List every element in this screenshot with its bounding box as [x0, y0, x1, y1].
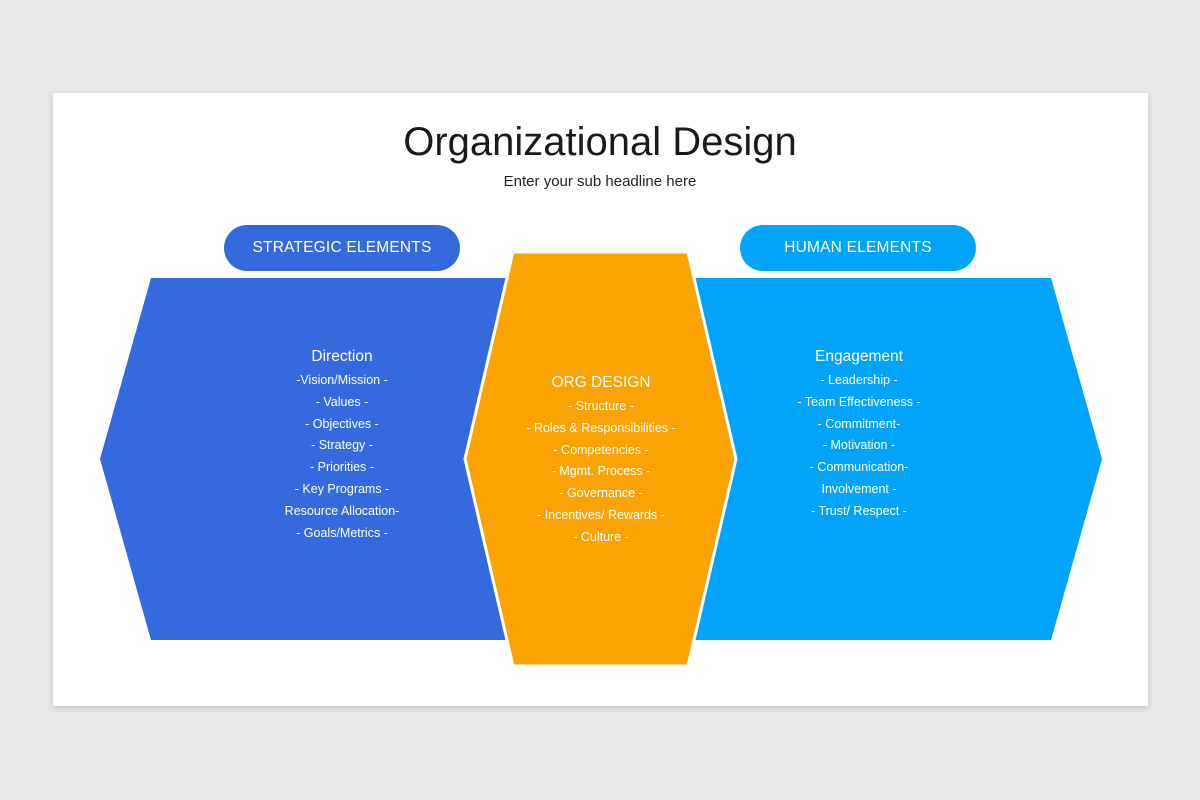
list-item: - Commitment- [817, 416, 901, 431]
list-item: - Competencies - [553, 442, 649, 457]
human-elements-content: Engagement - Leadership - - Team Effecti… [729, 348, 989, 523]
list-item: Resource Allocation- [284, 503, 400, 518]
strategic-elements-content: Direction -Vision/Mission - - Values - -… [212, 348, 472, 544]
list-item: - Governance - [559, 486, 643, 501]
list-item: - Communication- [809, 460, 909, 475]
page-subtitle: Enter your sub headline here [503, 173, 697, 190]
org-design-hexagon [463, 250, 738, 668]
list-item: - Strategy - [311, 438, 373, 453]
list-item: - Structure - [568, 399, 634, 413]
list-item: - Objectives - [305, 416, 379, 431]
engagement-heading: Engagement [815, 348, 903, 365]
list-item: Involvement - [821, 481, 897, 496]
org-design-heading: ORG DESIGN [551, 374, 651, 391]
list-item: - Goals/Metrics - [296, 525, 388, 540]
list-item: -Vision/Mission - [296, 373, 388, 387]
list-item: - Key Programs - [294, 481, 390, 496]
list-item: - Team Effectiveness - [797, 394, 921, 409]
list-item: - Culture - [573, 529, 629, 544]
list-item: - Roles & Responsibilities - [526, 420, 676, 435]
org-design-content: ORG DESIGN - Structure - - Roles & Respo… [471, 374, 731, 549]
list-item: - Trust/ Respect - [811, 503, 907, 518]
list-item: - Priorities - [310, 460, 374, 475]
human-elements-pill: HUMAN ELEMENTS [740, 225, 976, 271]
human-elements-hexagon [682, 278, 1102, 640]
list-item: - Leadership - [820, 373, 898, 387]
list-item: - Mgmt. Process - [551, 464, 651, 479]
list-item: - Incentives/ Rewards - [537, 507, 665, 522]
page-title: Organizational Design [403, 120, 797, 164]
list-item: - Motivation - [822, 438, 896, 453]
direction-heading: Direction [311, 348, 373, 365]
list-item: - Values - [315, 394, 369, 409]
strategic-elements-pill: STRATEGIC ELEMENTS [224, 225, 460, 271]
strategic-elements-hexagon [100, 278, 520, 640]
